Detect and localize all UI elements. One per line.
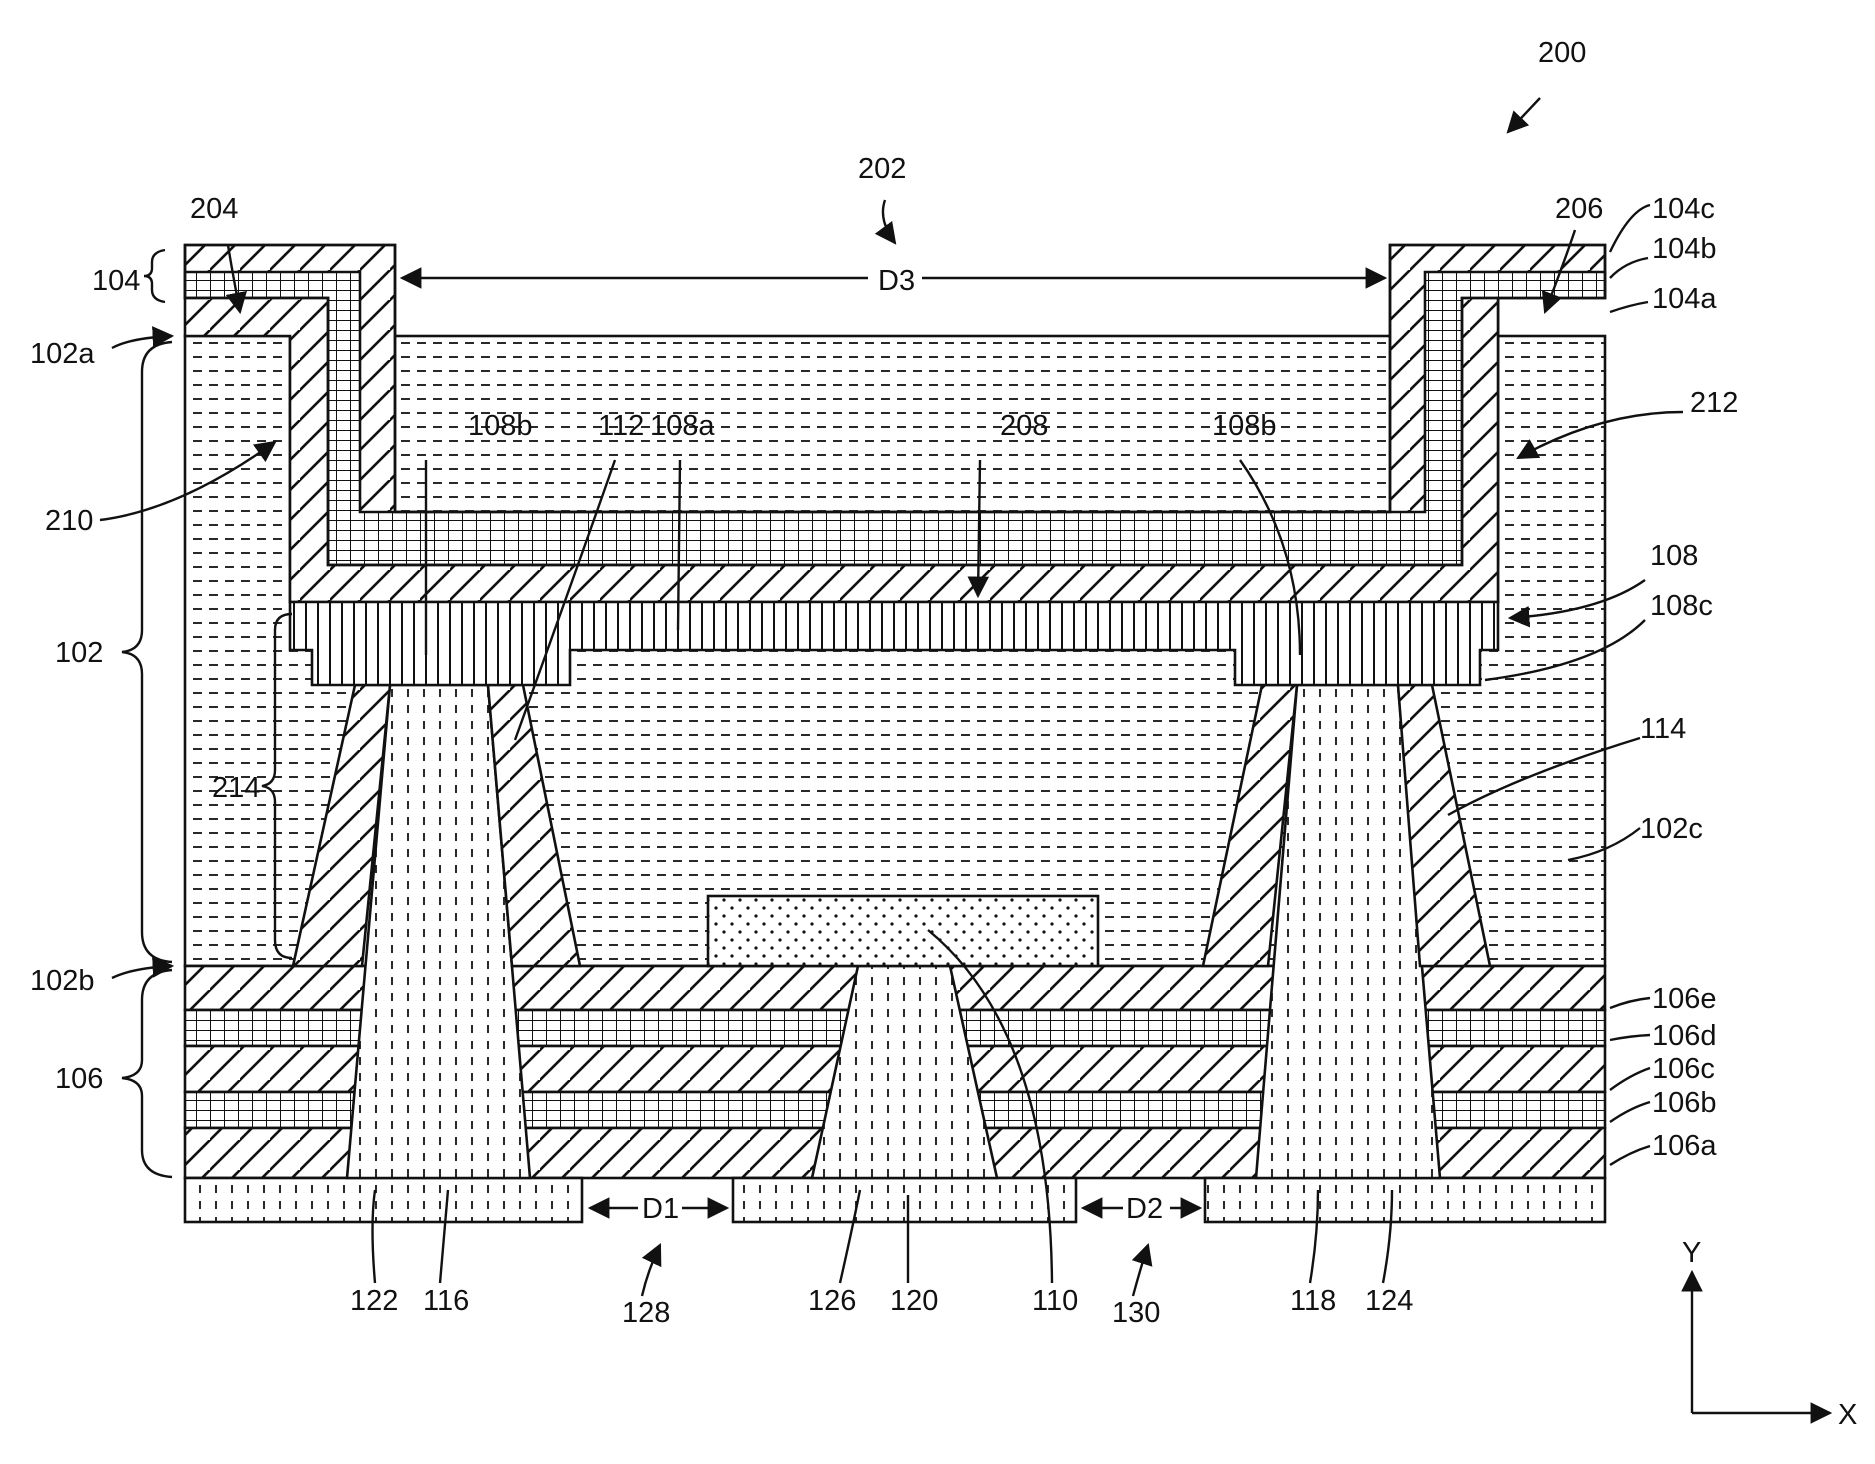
label-108b-left: 108b bbox=[468, 410, 533, 442]
leader-106d bbox=[1610, 1035, 1650, 1040]
leader-122 bbox=[373, 1190, 376, 1283]
brace-104 bbox=[144, 250, 165, 302]
label-106d: 106d bbox=[1652, 1020, 1717, 1052]
label-116: 116 bbox=[423, 1285, 469, 1317]
label-axis-x: X bbox=[1838, 1399, 1857, 1431]
label-204: 204 bbox=[190, 193, 238, 225]
label-122: 122 bbox=[350, 1285, 398, 1317]
leader-106c bbox=[1610, 1068, 1650, 1090]
label-126: 126 bbox=[808, 1285, 856, 1317]
leader-128 bbox=[642, 1245, 660, 1296]
label-d2: D2 bbox=[1126, 1193, 1163, 1225]
pad-120 bbox=[733, 1178, 1076, 1222]
leader-104c bbox=[1610, 205, 1650, 252]
pad-118 bbox=[1205, 1178, 1605, 1222]
label-206: 206 bbox=[1555, 193, 1603, 225]
label-102: 102 bbox=[55, 637, 103, 669]
leader-104b bbox=[1610, 258, 1648, 278]
brace-106 bbox=[122, 970, 172, 1177]
label-120: 120 bbox=[890, 1285, 938, 1317]
label-118: 118 bbox=[1290, 1285, 1336, 1317]
label-102a: 102a bbox=[30, 338, 95, 370]
label-d1: D1 bbox=[642, 1193, 679, 1225]
component-110 bbox=[708, 896, 1098, 966]
label-axis-y: Y bbox=[1682, 1237, 1701, 1269]
label-114: 114 bbox=[1640, 713, 1686, 745]
label-104b: 104b bbox=[1652, 233, 1717, 265]
label-108a: 108a bbox=[650, 410, 715, 442]
label-202: 202 bbox=[858, 153, 906, 185]
label-208: 208 bbox=[1000, 410, 1048, 442]
leader-130 bbox=[1133, 1245, 1148, 1296]
label-102c: 102c bbox=[1640, 813, 1703, 845]
label-124: 124 bbox=[1365, 1285, 1413, 1317]
pad-116 bbox=[185, 1178, 582, 1222]
leader-106e bbox=[1610, 998, 1650, 1008]
label-106c: 106c bbox=[1652, 1053, 1715, 1085]
label-214: 214 bbox=[212, 772, 260, 804]
leader-104a bbox=[1610, 302, 1648, 312]
leader-202 bbox=[883, 200, 895, 243]
label-212: 212 bbox=[1690, 387, 1738, 419]
label-128: 128 bbox=[622, 1297, 670, 1329]
leader-106b bbox=[1610, 1102, 1650, 1122]
label-108b-right: 108b bbox=[1212, 410, 1277, 442]
label-106a: 106a bbox=[1652, 1130, 1717, 1162]
label-112: 112 bbox=[598, 410, 644, 442]
leader-106a bbox=[1610, 1146, 1650, 1165]
label-106e: 106e bbox=[1652, 983, 1717, 1015]
label-108c: 108c bbox=[1650, 590, 1713, 622]
label-d3: D3 bbox=[878, 265, 915, 297]
label-102b: 102b bbox=[30, 965, 95, 997]
label-210: 210 bbox=[45, 505, 93, 537]
label-figure-200: 200 bbox=[1538, 37, 1586, 69]
leader-200 bbox=[1508, 98, 1540, 132]
label-106: 106 bbox=[55, 1063, 103, 1095]
leader-102a bbox=[112, 336, 172, 348]
brace-102 bbox=[122, 342, 172, 962]
label-108: 108 bbox=[1650, 540, 1698, 572]
label-106b: 106b bbox=[1652, 1087, 1717, 1119]
label-110: 110 bbox=[1032, 1285, 1078, 1317]
label-104c: 104c bbox=[1652, 193, 1715, 225]
label-130: 130 bbox=[1112, 1297, 1160, 1329]
label-104a: 104a bbox=[1652, 283, 1717, 315]
label-104: 104 bbox=[92, 265, 140, 297]
